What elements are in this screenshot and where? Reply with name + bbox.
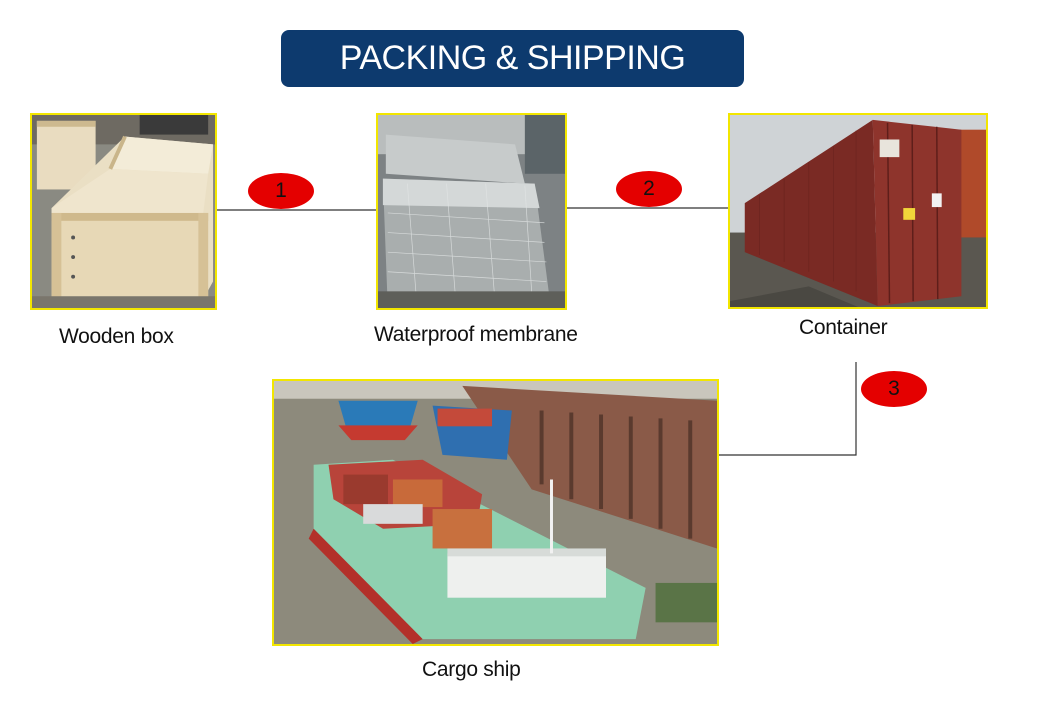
step-2-label: Waterproof membrane [374,323,578,346]
cargo-ship-icon [274,381,717,644]
membrane-icon [378,115,565,308]
container-photo [728,113,988,309]
connector-3 [718,362,857,456]
step-3-badge: 3 [861,371,927,407]
step-1-label: Wooden box [59,325,174,348]
page-title: PACKING & SHIPPING [281,30,744,87]
step-2-badge: 2 [616,171,682,207]
step-1-badge: 1 [248,173,314,209]
wooden-box-photo [30,113,217,310]
waterproof-membrane-photo [376,113,567,310]
container-icon [730,115,986,307]
final-label: Cargo ship [422,658,521,681]
cargo-ship-photo [272,379,719,646]
step-3-label: Container [799,316,888,339]
wooden-box-icon [32,115,215,308]
